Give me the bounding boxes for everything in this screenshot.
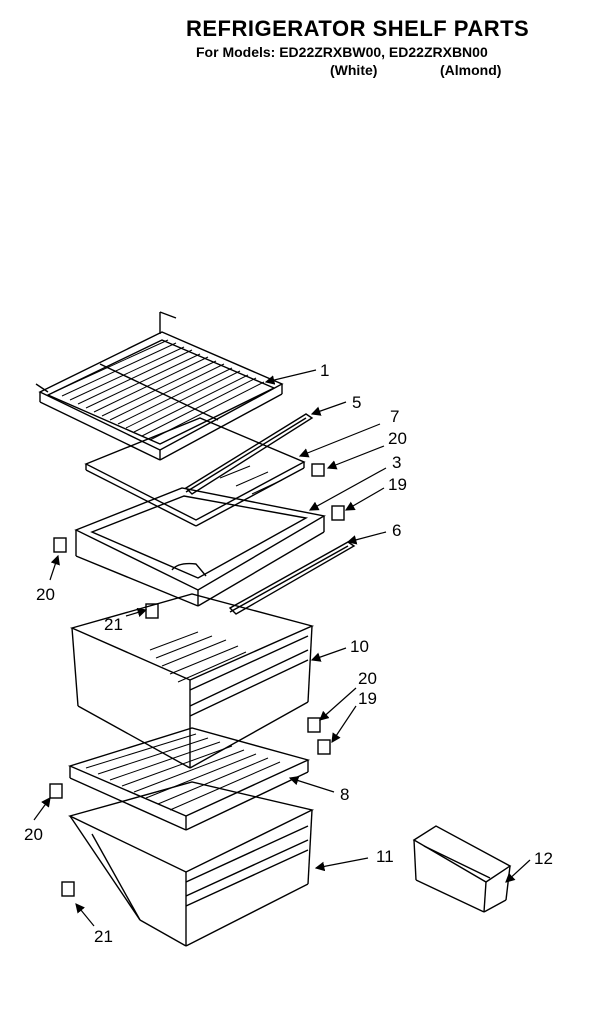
callout-10: 10 xyxy=(350,637,369,656)
screw-20c-icon xyxy=(307,717,321,733)
part-6-cover-trim xyxy=(228,541,356,615)
fasteners xyxy=(49,463,345,897)
callout-11: 11 xyxy=(376,847,394,866)
screw-20a-icon xyxy=(311,463,325,477)
callout-8: 8 xyxy=(340,785,349,804)
callout-12: 12 xyxy=(534,849,553,868)
callout-5: 5 xyxy=(352,393,361,412)
screw-20d-icon xyxy=(49,783,63,799)
diagram-title: REFRIGERATOR SHELF PARTS xyxy=(186,16,530,41)
part-12-dairy-bin xyxy=(412,825,512,913)
callout-20c: 20 xyxy=(358,669,377,688)
callout-3: 3 xyxy=(392,453,401,472)
callout-21b: 21 xyxy=(94,927,113,946)
screw-19a-icon xyxy=(331,505,345,521)
models-line: For Models: ED22ZRXBW00, ED22ZRXBN00 xyxy=(196,44,488,60)
screw-19b-icon xyxy=(317,739,331,755)
part-11-lower-drawer xyxy=(68,781,315,947)
callout-19b: 19 xyxy=(358,689,377,708)
part-5-shelf-trim xyxy=(184,413,314,495)
part-10-crisper-drawer xyxy=(69,593,315,769)
leader-lines xyxy=(33,369,531,927)
part-1-wire-shelf xyxy=(35,311,284,461)
callout-1: 1 xyxy=(320,361,329,380)
callout-20b: 20 xyxy=(36,585,55,604)
screw-20b-icon xyxy=(53,537,67,553)
part-7-glass-shelf xyxy=(84,417,306,527)
callout-20a: 20 xyxy=(388,429,407,448)
part-3-crisper-cover-frame xyxy=(74,487,326,607)
callout-7: 7 xyxy=(390,407,399,426)
variant-white: (White) xyxy=(330,62,378,78)
wire-rods xyxy=(53,339,265,441)
screw-21b-icon xyxy=(61,881,75,897)
callout-20d: 20 xyxy=(24,825,43,844)
variant-almond: (Almond) xyxy=(440,62,502,78)
callout-21a: 21 xyxy=(104,615,123,634)
part-8-lower-shelf xyxy=(67,727,311,831)
callout-6: 6 xyxy=(392,521,401,540)
callout-19a: 19 xyxy=(388,475,407,494)
callout-labels: 1 5 7 20 3 19 6 20 21 10 20 19 8 20 11 1… xyxy=(24,361,553,946)
